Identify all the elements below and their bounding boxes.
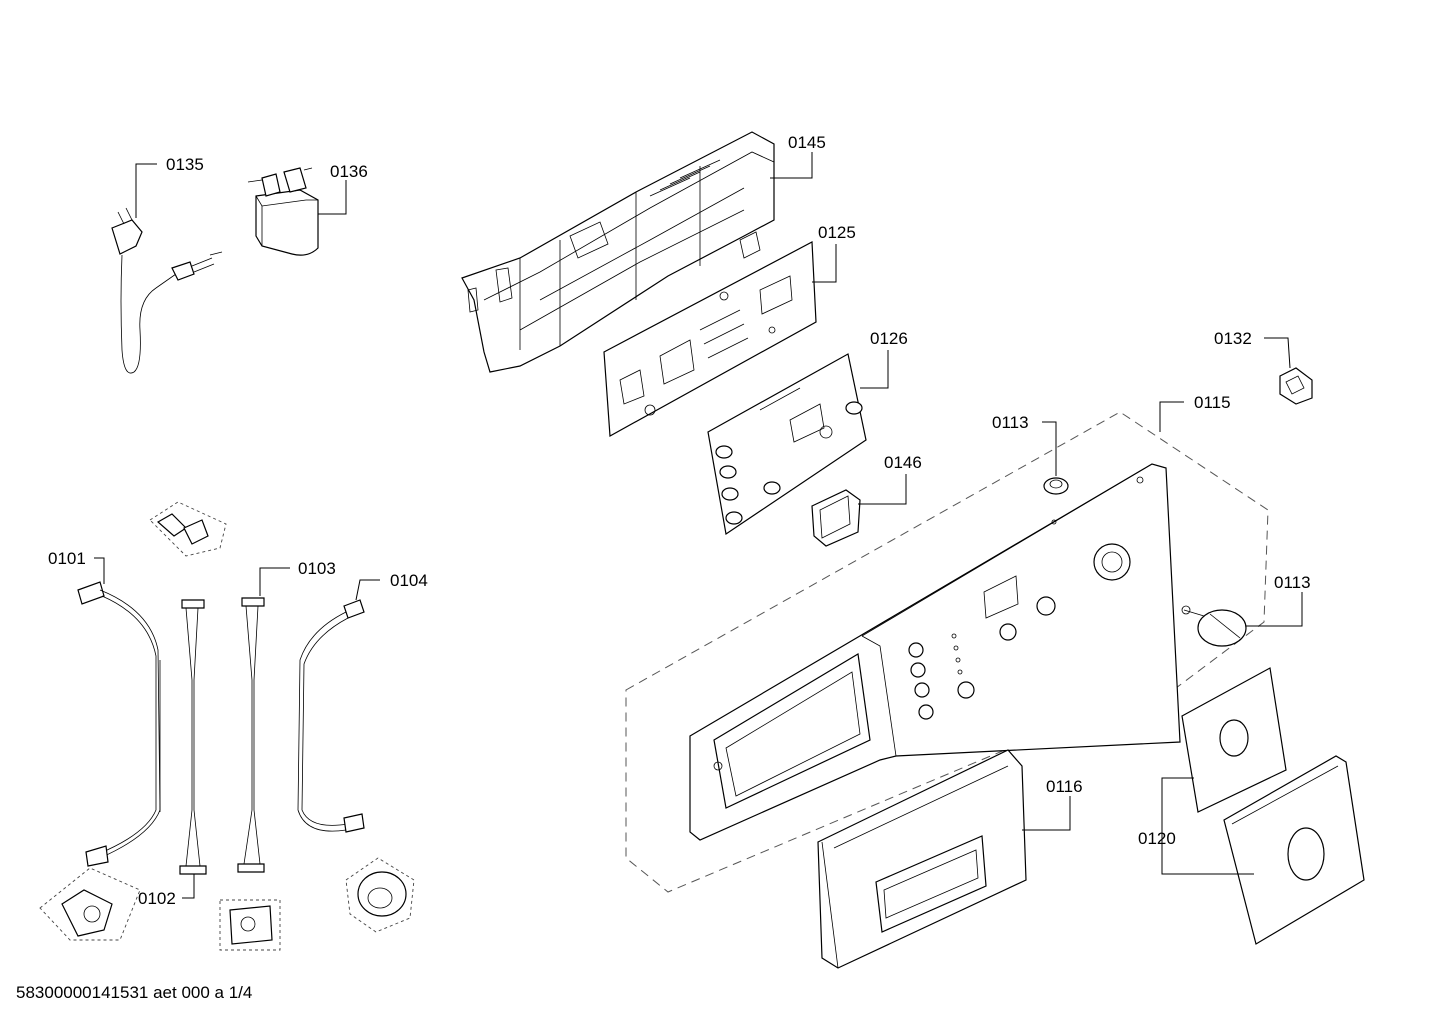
leader-0120: 0120 [1138,777,1254,875]
leader-0113-right: 0113 [1246,573,1311,627]
leader-0136: 0136 [318,162,368,215]
part-sensor-small[interactable] [149,501,227,557]
label-0102: 0102 [138,889,176,908]
label-0104: 0104 [390,571,428,590]
leader-0145: 0145 [770,133,826,179]
part-0116-detergent-drawer-handle[interactable] [817,749,1027,969]
part-valve-unit[interactable] [219,899,281,951]
part-0126-display-pcb[interactable] [707,353,867,536]
part-0113-knob-large[interactable] [1181,605,1247,647]
document-code: 58300000141531 aet 000 a 1/4 [16,983,252,1002]
part-pump-motor[interactable] [39,867,141,941]
label-0132: 0132 [1214,329,1252,348]
label-0136: 0136 [330,162,368,181]
part-0104-wiring-harness[interactable] [297,599,365,833]
part-0103-wiring-harness[interactable] [237,597,265,873]
part-0146-display-window[interactable] [811,489,861,547]
part-0132-clip[interactable] [1279,367,1313,405]
part-pressure-switch[interactable] [345,857,415,933]
label-0115: 0115 [1194,393,1231,412]
part-0145-module-frame[interactable] [461,131,775,373]
leader-0146: 0146 [858,453,922,505]
part-0120-inlay-plate[interactable] [1181,667,1287,813]
label-0101: 0101 [48,549,86,568]
leader-0102: 0102 [138,874,195,908]
part-0102-wiring-harness[interactable] [179,599,207,875]
part-0101-wiring-harness[interactable] [77,581,161,867]
leader-0103: 0103 [259,559,336,596]
label-0116: 0116 [1046,777,1083,796]
leader-0125: 0125 [812,223,856,283]
leader-0101: 0101 [48,549,105,584]
leader-0126: 0126 [860,329,908,389]
label-0146: 0146 [884,453,922,472]
part-0135-power-cord[interactable] [111,207,223,374]
label-0103: 0103 [298,559,336,578]
label-0120: 0120 [1138,829,1176,848]
label-0113-right: 0113 [1274,573,1311,592]
leader-0135: 0135 [135,155,204,218]
label-0145: 0145 [788,133,826,152]
part-0120-cover-plate[interactable] [1223,755,1365,945]
leader-0115: 0115 [1159,393,1231,432]
part-0113-knob-small[interactable] [1043,477,1069,495]
leader-0116: 0116 [1022,777,1083,831]
part-0125-main-pcb[interactable] [603,241,817,437]
part-0136-interference-filter[interactable] [247,167,319,256]
part-0115-control-panel[interactable] [689,463,1181,841]
label-0113-top: 0113 [992,413,1029,432]
label-0135: 0135 [166,155,204,174]
label-0126: 0126 [870,329,908,348]
label-0125: 0125 [818,223,856,242]
leader-0113-top: 0113 [992,413,1057,476]
leader-0132: 0132 [1214,329,1291,369]
leader-0104: 0104 [355,571,428,601]
